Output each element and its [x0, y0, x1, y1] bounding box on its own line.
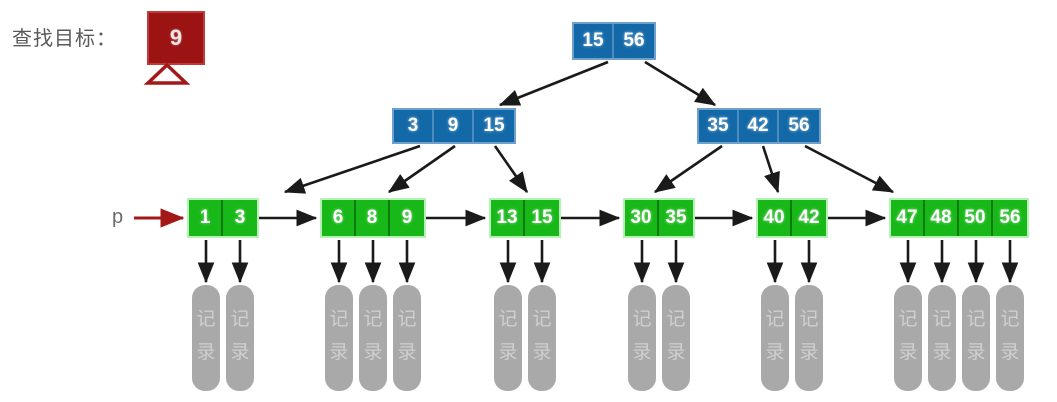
record-char-bottom: 录 — [230, 341, 250, 364]
internal-node-0-key-0: 3 — [394, 110, 434, 142]
record-box-3-1: 记录 — [662, 285, 690, 391]
leaf-node-5-key-3: 56 — [993, 200, 1027, 236]
leaf-node-0-key-0: 1 — [189, 200, 223, 236]
leaf-node-2-key-0: 13 — [491, 200, 525, 236]
internal-node-0-key-1: 9 — [434, 110, 474, 142]
record-char-bottom: 录 — [799, 341, 819, 364]
record-char-top: 记 — [898, 307, 918, 330]
record-box-5-0: 记录 — [894, 285, 922, 391]
record-char-bottom: 录 — [329, 341, 349, 364]
record-char-bottom: 录 — [532, 341, 552, 364]
record-char-top: 记 — [498, 307, 518, 330]
edge-root-to-internal-0 — [498, 60, 609, 107]
record-box-1-2: 记录 — [393, 285, 421, 391]
internal-node-1-key-2: 56 — [779, 110, 819, 142]
leaf-node-5-key-2: 50 — [959, 200, 993, 236]
record-char-top: 记 — [1000, 307, 1020, 330]
record-box-3-0: 记录 — [628, 285, 656, 391]
pointer-label-p: p — [112, 206, 124, 228]
record-box-4-1: 记录 — [795, 285, 823, 391]
leaf-node-4-key-1: 42 — [792, 200, 826, 236]
target-pointer-triangle — [143, 62, 191, 85]
record-char-top: 记 — [632, 307, 652, 330]
leaf-node-1-key-1: 8 — [356, 200, 390, 236]
record-arrow-group — [197, 240, 1019, 284]
record-char-top: 记 — [329, 307, 349, 330]
record-char-bottom: 录 — [196, 341, 216, 364]
record-char-top: 记 — [932, 307, 952, 330]
record-char-bottom: 录 — [898, 341, 918, 364]
leaf-node-5-key-1: 48 — [925, 200, 959, 236]
edge-root-to-internal-1 — [644, 60, 717, 107]
record-char-bottom: 录 — [363, 341, 383, 364]
search-target-value-box: 9 — [147, 11, 205, 65]
edge-internal-1-to-leaf-3 — [653, 144, 723, 194]
record-box-4-0: 记录 — [761, 285, 789, 391]
record-char-top: 记 — [666, 307, 686, 330]
record-box-2-0: 记录 — [494, 285, 522, 391]
record-char-bottom: 录 — [397, 341, 417, 364]
leaf-node-1-key-0: 6 — [322, 200, 356, 236]
leaf-node-1-key-2: 9 — [390, 200, 424, 236]
record-char-top: 记 — [765, 307, 785, 330]
search-target-label: 查找目标： — [12, 28, 117, 50]
record-char-bottom: 录 — [498, 341, 518, 364]
record-char-top: 记 — [363, 307, 383, 330]
leaf-node-3-key-1: 35 — [659, 200, 693, 236]
edge-internal-1-to-leaf-5 — [804, 144, 895, 194]
leaf-node-0-key-1: 3 — [223, 200, 257, 236]
record-box-5-1: 记录 — [928, 285, 956, 391]
record-char-bottom: 录 — [932, 341, 952, 364]
record-char-top: 记 — [196, 307, 216, 330]
edge-internal-0-to-leaf-2 — [493, 145, 529, 194]
internal-node-1-key-0: 35 — [699, 110, 739, 142]
edge-internal-0-to-leaf-0 — [283, 144, 421, 194]
record-char-top: 记 — [966, 307, 986, 330]
internal-node-1-key-1: 42 — [739, 110, 779, 142]
record-char-top: 记 — [532, 307, 552, 330]
record-char-top: 记 — [799, 307, 819, 330]
record-char-bottom: 录 — [765, 341, 785, 364]
record-box-2-1: 记录 — [528, 285, 556, 391]
record-char-top: 记 — [230, 307, 250, 330]
record-char-bottom: 录 — [632, 341, 652, 364]
record-char-bottom: 录 — [966, 341, 986, 364]
record-box-5-2: 记录 — [962, 285, 990, 391]
record-char-bottom: 录 — [666, 341, 686, 364]
record-box-5-3: 记录 — [996, 285, 1024, 391]
edge-internal-0-to-leaf-1 — [387, 144, 456, 194]
record-box-1-0: 记录 — [325, 285, 353, 391]
record-box-1-1: 记录 — [359, 285, 387, 391]
leaf-node-3-key-0: 30 — [625, 200, 659, 236]
record-char-top: 记 — [397, 307, 417, 330]
root-node-key-0: 15 — [574, 24, 614, 58]
record-box-0-1: 记录 — [226, 285, 254, 391]
leaf-node-2-key-1: 15 — [525, 200, 559, 236]
root-node-key-1: 56 — [614, 24, 654, 58]
record-box-0-0: 记录 — [192, 285, 220, 391]
internal-node-0-key-2: 15 — [474, 110, 514, 142]
edge-internal-1-to-leaf-4 — [761, 145, 780, 194]
leaf-node-4-key-0: 40 — [758, 200, 792, 236]
record-char-bottom: 录 — [1000, 341, 1020, 364]
leaf-node-5-key-0: 47 — [891, 200, 925, 236]
